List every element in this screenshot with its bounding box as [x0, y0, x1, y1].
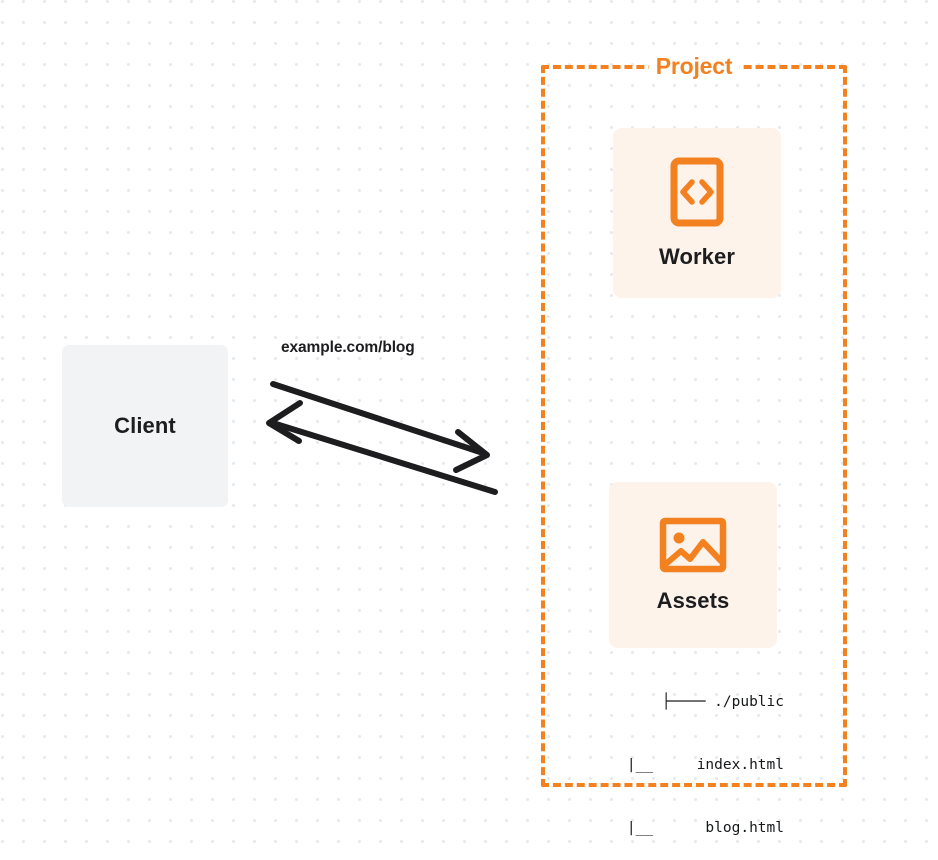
image-picture-icon	[659, 517, 727, 572]
project-group-title: Project	[648, 53, 740, 80]
file-tree-line: ├──── ./public	[661, 694, 784, 710]
request-arrow	[270, 381, 490, 473]
file-tree-line: |__ index.html	[626, 757, 784, 773]
code-brackets-document-icon	[670, 157, 724, 226]
assets-file-tree: ├──── ./public |__ index.html |__ blog.h…	[588, 650, 784, 860]
worker-node[interactable]: Worker	[613, 128, 781, 298]
response-arrow	[266, 400, 498, 495]
worker-node-label: Worker	[659, 243, 735, 269]
client-node[interactable]: Client	[62, 345, 228, 507]
client-node-label: Client	[114, 413, 176, 438]
assets-node[interactable]: Assets	[609, 482, 777, 648]
request-arrow-label: example.com/blog	[281, 339, 415, 356]
project-group-boundary: Project	[541, 53, 847, 787]
assets-node-label: Assets	[656, 587, 730, 613]
file-tree-line: |__ blog.html	[626, 820, 784, 836]
